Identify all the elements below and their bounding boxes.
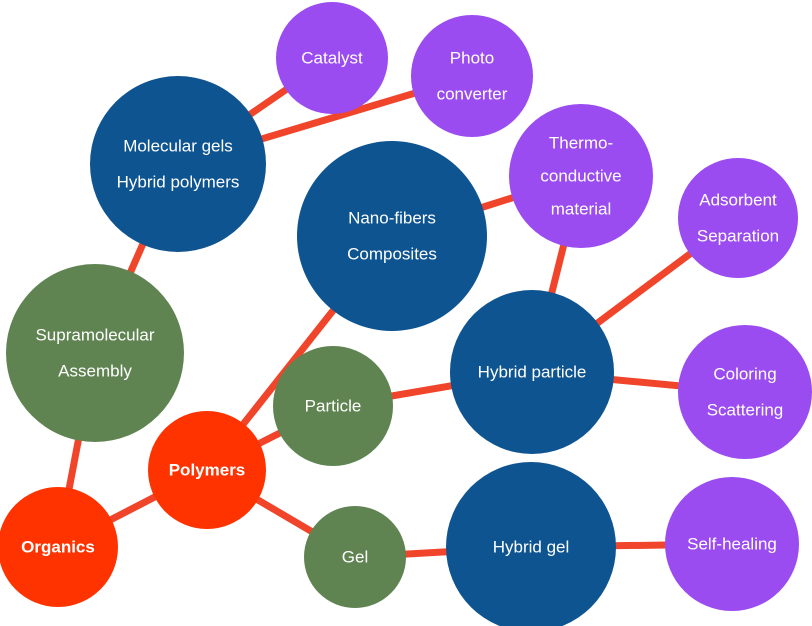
node-label-coloring: Coloring <box>713 365 776 384</box>
node-label-coloring: Scattering <box>707 401 784 420</box>
node-self-healing: Self-healing <box>665 477 799 611</box>
node-hybrid-particle: Hybrid particle <box>450 290 614 454</box>
node-label-thermo-conductive: conductive <box>540 167 621 186</box>
node-label-supramolecular: Supramolecular <box>35 326 154 345</box>
node-label-molecular-gels: Hybrid polymers <box>117 173 240 192</box>
node-label-self-healing: Self-healing <box>687 535 777 554</box>
node-catalyst: Catalyst <box>276 2 388 114</box>
node-label-nano-fibers: Nano-fibers <box>348 209 436 228</box>
node-label-molecular-gels: Molecular gels <box>123 137 233 156</box>
node-label-hybrid-gel: Hybrid gel <box>493 538 570 557</box>
node-label-photo-converter: converter <box>437 85 508 104</box>
node-circle-organics <box>0 487 118 607</box>
node-circle-catalyst <box>276 2 388 114</box>
node-label-thermo-conductive: Thermo- <box>549 134 613 153</box>
node-gel: Gel <box>304 506 406 608</box>
node-hybrid-gel: Hybrid gel <box>446 462 616 626</box>
node-circle-thermo-conductive <box>509 104 653 248</box>
node-polymers: Polymers <box>148 411 266 529</box>
node-circle-photo-converter <box>411 15 533 137</box>
node-label-adsorbent: Separation <box>697 227 779 246</box>
node-label-hybrid-particle: Hybrid particle <box>478 363 587 382</box>
node-organics: Organics <box>0 487 118 607</box>
node-circle-coloring <box>678 325 812 459</box>
node-circle-hybrid-gel <box>446 462 616 626</box>
node-label-gel: Gel <box>342 548 368 567</box>
node-label-thermo-conductive: material <box>551 200 611 219</box>
node-label-adsorbent: Adsorbent <box>699 191 777 210</box>
node-label-particle: Particle <box>305 397 362 416</box>
node-label-nano-fibers: Composites <box>347 245 437 264</box>
node-particle: Particle <box>273 346 393 466</box>
node-circle-particle <box>273 346 393 466</box>
node-label-catalyst: Catalyst <box>301 49 363 68</box>
node-circle-adsorbent <box>678 158 798 278</box>
node-circle-molecular-gels <box>90 76 266 252</box>
node-circle-hybrid-particle <box>450 290 614 454</box>
node-circle-self-healing <box>665 477 799 611</box>
node-circle-gel <box>304 506 406 608</box>
node-label-polymers: Polymers <box>169 461 246 480</box>
node-circle-polymers <box>148 411 266 529</box>
node-photo-converter: Photo converter <box>411 15 533 137</box>
node-circle-supramolecular <box>6 264 184 442</box>
node-label-photo-converter: Photo <box>450 49 494 68</box>
node-label-organics: Organics <box>21 538 95 557</box>
node-thermo-conductive: Thermo-conductive material <box>509 104 653 248</box>
node-label-supramolecular: Assembly <box>58 362 132 381</box>
node-circle-nano-fibers <box>297 141 487 331</box>
